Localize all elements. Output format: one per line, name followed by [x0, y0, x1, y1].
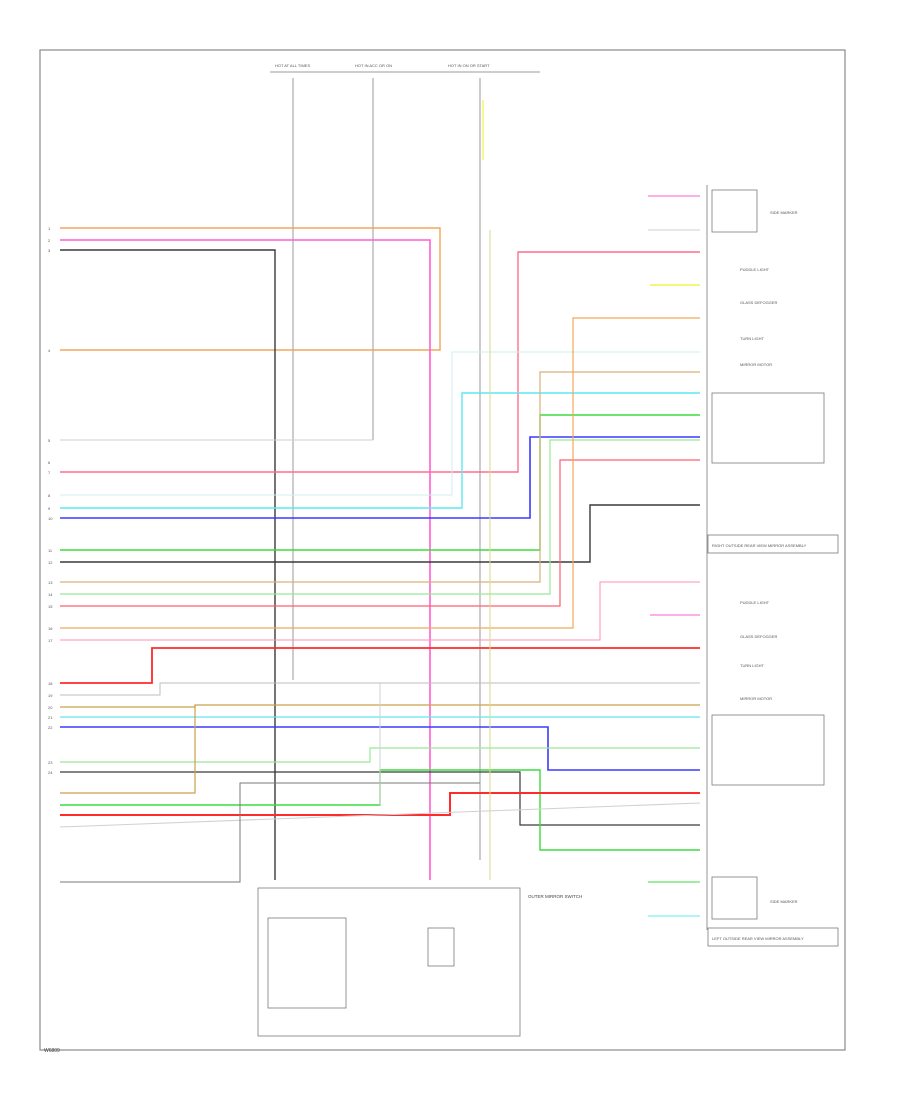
switch-inner-left: [267, 917, 347, 1009]
left-pin-13: 13: [48, 580, 53, 585]
feed-label-1: HOT AT ALL TIMES: [275, 63, 310, 68]
left-pin-8: 8: [48, 493, 51, 498]
left-pin-16: 16: [48, 626, 53, 631]
left-pin-1: 1: [48, 226, 51, 231]
left-side-marker-box: [711, 876, 758, 920]
diagram-frame: [39, 49, 846, 1051]
component-label-8: TURN LIGHT: [740, 663, 765, 668]
component-label-1: PUDDLE LIGHT: [740, 267, 770, 272]
left-pin-21: 21: [48, 715, 53, 720]
component-label-5: RIGHT OUTSIDE REAR VIEW MIRROR ASSEMBLY: [712, 543, 807, 548]
component-label-6: PUDDLE LIGHT: [740, 600, 770, 605]
left-pin-9: 9: [48, 506, 51, 511]
component-label-9: MIRROR MOTOR: [740, 696, 772, 701]
left-pin-15: 15: [48, 604, 53, 609]
left-pin-6: 6: [48, 460, 51, 465]
right-component-labels: SIDE MARKER PUDDLE LIGHT GLASS DEFOGGER TUR…: [712, 210, 807, 941]
harness-wires: [59, 195, 701, 917]
feed-label-3: HOT IN ON OR START: [448, 63, 490, 68]
component-label-7: GLASS DEFOGGER: [740, 634, 777, 639]
outer-mirror-switch-label: OUTER MIRROR SWITCH: [528, 894, 582, 899]
feed-label-2: HOT IN ACC OR ON: [355, 63, 392, 68]
left-pin-22: 22: [48, 725, 53, 730]
feed-lines: [292, 78, 484, 860]
left-pin-10: 10: [48, 516, 53, 521]
component-label-0: SIDE MARKER: [770, 210, 798, 215]
left-pin-4: 4: [48, 348, 51, 353]
component-label-2: GLASS DEFOGGER: [740, 300, 777, 305]
left-pin-23: 23: [48, 760, 53, 765]
left-pin-12: 12: [48, 560, 53, 565]
right-side-marker-box: [711, 189, 758, 233]
left-pin-18: 18: [48, 681, 53, 686]
left-pin-20: 20: [48, 705, 53, 710]
component-label-11: LEFT OUTSIDE REAR VIEW MIRROR ASSEMBLY: [712, 936, 804, 941]
component-label-10: SIDE MARKER: [770, 899, 798, 904]
component-label-4: MIRROR MOTOR: [740, 362, 772, 367]
left-mirror-motor-box: [711, 714, 825, 786]
diagram-code: W6809: [44, 1048, 60, 1054]
right-mirror-motor-box: [711, 392, 825, 464]
left-mirror-assembly-label-box: [707, 927, 839, 947]
left-pin-3: 3: [48, 248, 51, 253]
left-pin-5: 5: [48, 438, 51, 443]
left-pin-7: 7: [48, 470, 51, 475]
component-label-3: TURN LIGHT: [740, 336, 765, 341]
right-mirror-assembly-label-box: [707, 534, 839, 554]
left-pin-24: 24: [48, 770, 53, 775]
left-pin-14: 14: [48, 592, 53, 597]
left-pin-19: 19: [48, 693, 53, 698]
left-pin-17: 17: [48, 638, 53, 643]
left-pin-11: 11: [48, 548, 53, 553]
left-pin-2: 2: [48, 238, 51, 243]
outer-mirror-switch-box: [257, 887, 521, 1037]
switch-inner-right: [427, 927, 455, 967]
